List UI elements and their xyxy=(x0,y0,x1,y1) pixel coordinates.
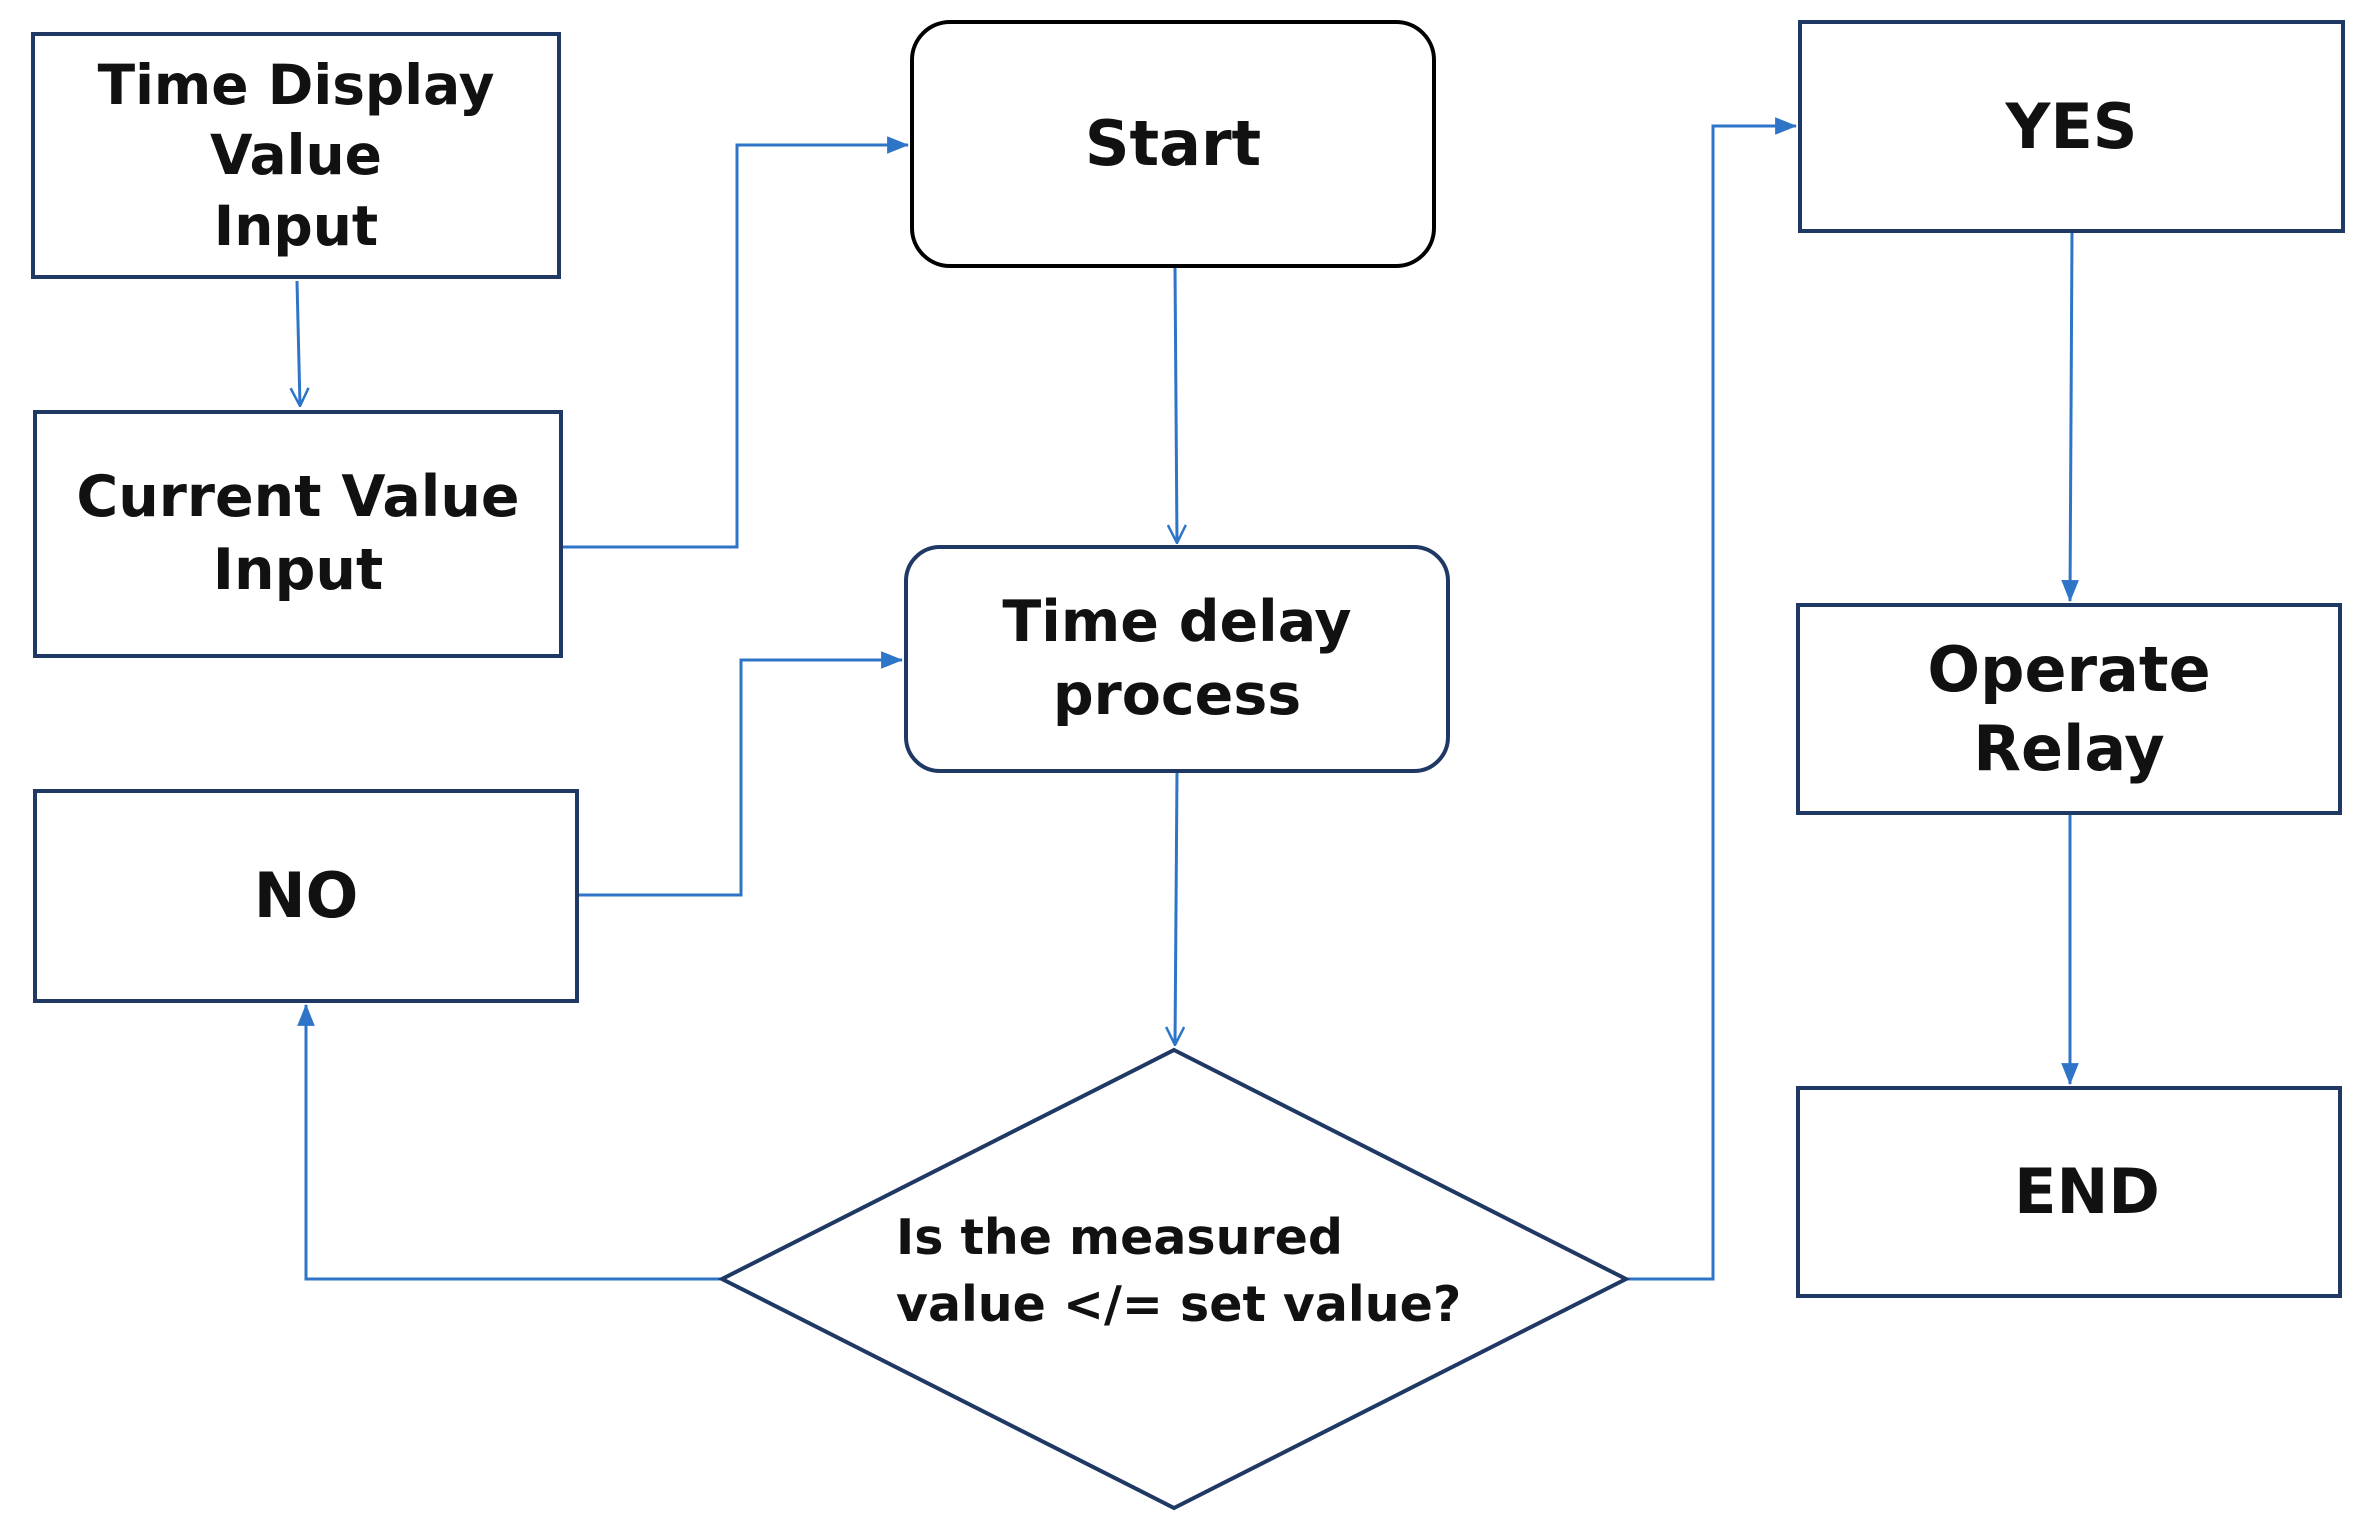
connector-no-to-delay xyxy=(577,651,904,897)
no-label: NO xyxy=(253,859,359,933)
decision-label: Is the measured value </= set value? xyxy=(896,1209,1462,1333)
yes-box: YES xyxy=(1798,20,2345,233)
time-delay-process-box: Time delay process xyxy=(904,545,1450,773)
time-display-value-input-box: Time Display Value Input xyxy=(31,32,561,279)
decision-diamond-shape xyxy=(717,1047,1631,1511)
connector-decision-to-no xyxy=(297,1003,722,1281)
connector-yes-to-relay xyxy=(2061,232,2079,603)
start-terminal: Start xyxy=(910,20,1436,268)
connector-start-to-delay xyxy=(1175,266,1177,543)
connector-display-to-current xyxy=(297,280,300,406)
connector-current-to-start xyxy=(562,136,910,549)
connector-delay-to-decision xyxy=(1175,771,1177,1045)
current-value-input-box: Current Value Input xyxy=(33,410,563,658)
time-delay-process-label: Time delay process xyxy=(1002,589,1352,728)
connector-decision-to-yes xyxy=(1626,117,1798,1281)
no-box: NO xyxy=(33,789,579,1003)
start-label: Start xyxy=(1084,107,1262,181)
current-value-input-label: Current Value Input xyxy=(76,464,520,603)
end-label: END xyxy=(2014,1155,2160,1229)
operate-relay-label: Operate Relay xyxy=(1927,632,2211,785)
yes-label: YES xyxy=(2005,89,2138,163)
end-box: END xyxy=(1796,1086,2342,1298)
operate-relay-box: Operate Relay xyxy=(1796,603,2342,815)
time-display-value-input-label: Time Display Value Input xyxy=(97,52,495,258)
